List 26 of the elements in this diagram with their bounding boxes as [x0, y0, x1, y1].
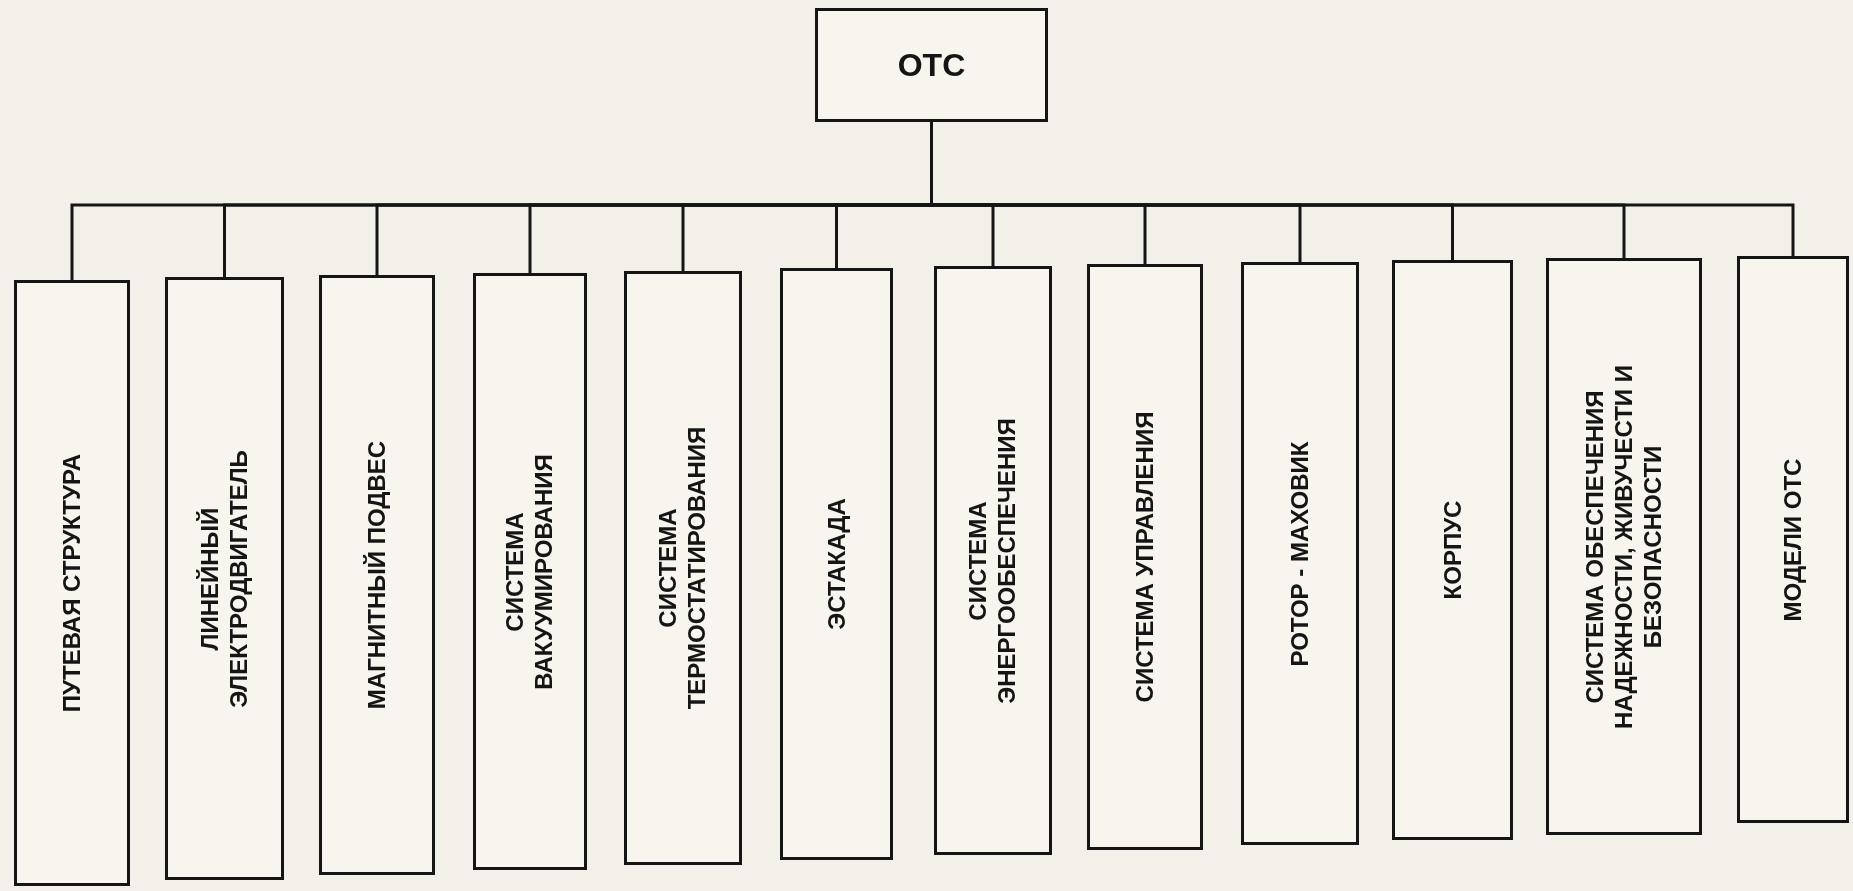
component-box [1241, 262, 1359, 845]
component-box [624, 271, 742, 865]
component-box [1392, 260, 1513, 840]
box-label: КОРПУС [1438, 499, 1467, 602]
box-label: МАГНИТНЫЙ ПОДВЕС [362, 439, 391, 712]
component-box [165, 277, 284, 880]
root-box [815, 8, 1048, 122]
box-label: РОТОР - МАХОВИК [1285, 440, 1314, 669]
box-label: ОТС [897, 46, 966, 84]
component-box [934, 266, 1052, 855]
box-label: ЛИНЕЙНЫЙ ЭЛЕКТРОДВИГАТЕЛЬ [195, 448, 253, 710]
box-label: СИСТЕМА УПРАВЛЕНИЯ [1130, 410, 1159, 705]
component-box [1087, 264, 1203, 850]
box-label: МОДЕЛИ ОТС [1778, 457, 1807, 623]
component-box [780, 268, 893, 860]
box-label: СИСТЕМА ТЕРМОСТАТИРОВАНИЯ [654, 425, 711, 712]
box-label: ПУТЕВАЯ СТРУКТУРА [57, 452, 86, 715]
component-box [473, 273, 587, 870]
component-box [14, 280, 130, 886]
box-label: СИСТЕМА ЭНЕРГООБЕСПЕЧЕНИЯ [964, 416, 1021, 706]
box-label: СИСТЕМА ВАКУУМИРОВАНИЯ [501, 452, 558, 692]
component-box [1546, 258, 1702, 835]
box-label: ЭСТАКАДА [822, 497, 851, 632]
component-box [319, 275, 435, 875]
component-box [1737, 256, 1849, 823]
box-label: СИСТЕМА ОБЕСПЕЧЕНИЯ НАДЕЖНОСТИ, ЖИВУЧЕСТИ И БЕЗОПАСНОСТИ [1580, 363, 1667, 731]
